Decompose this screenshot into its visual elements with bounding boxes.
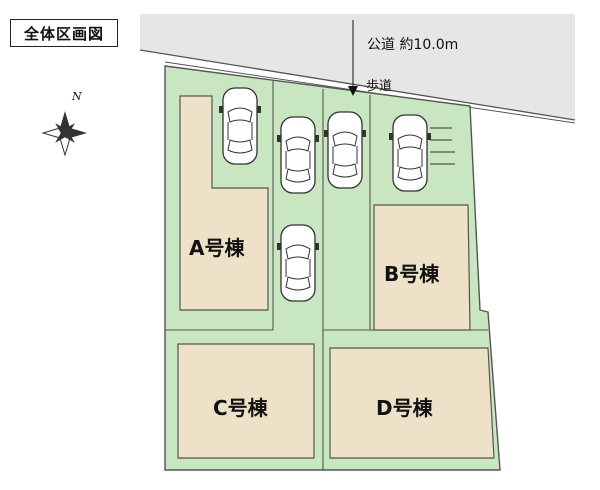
car-icon [218, 87, 262, 165]
bicycle-parking-marks [430, 127, 455, 165]
building-b-label: B号棟 [384, 262, 440, 286]
car-icon [323, 111, 367, 189]
car-icon [276, 116, 320, 194]
building-a [179, 95, 269, 311]
building-d-label: D号棟 [376, 396, 434, 420]
car-icon [388, 114, 432, 192]
road-label: 公道 約10.0m [367, 37, 458, 53]
plan-title: 全体区画図 [10, 19, 118, 47]
building-c [177, 343, 315, 459]
car-icon [276, 224, 320, 302]
building-d [329, 347, 495, 459]
road-edge-line [139, 49, 576, 121]
compass-rose-icon [41, 111, 87, 157]
building-c-label: C号棟 [213, 396, 269, 420]
compass-north-label: N [71, 90, 82, 103]
building-b [373, 204, 471, 331]
public-road [140, 14, 575, 120]
building-a-label: A号棟 [189, 236, 245, 260]
dimension-arrow-head [348, 86, 358, 96]
sidewalk-label: 歩道 [366, 79, 392, 94]
